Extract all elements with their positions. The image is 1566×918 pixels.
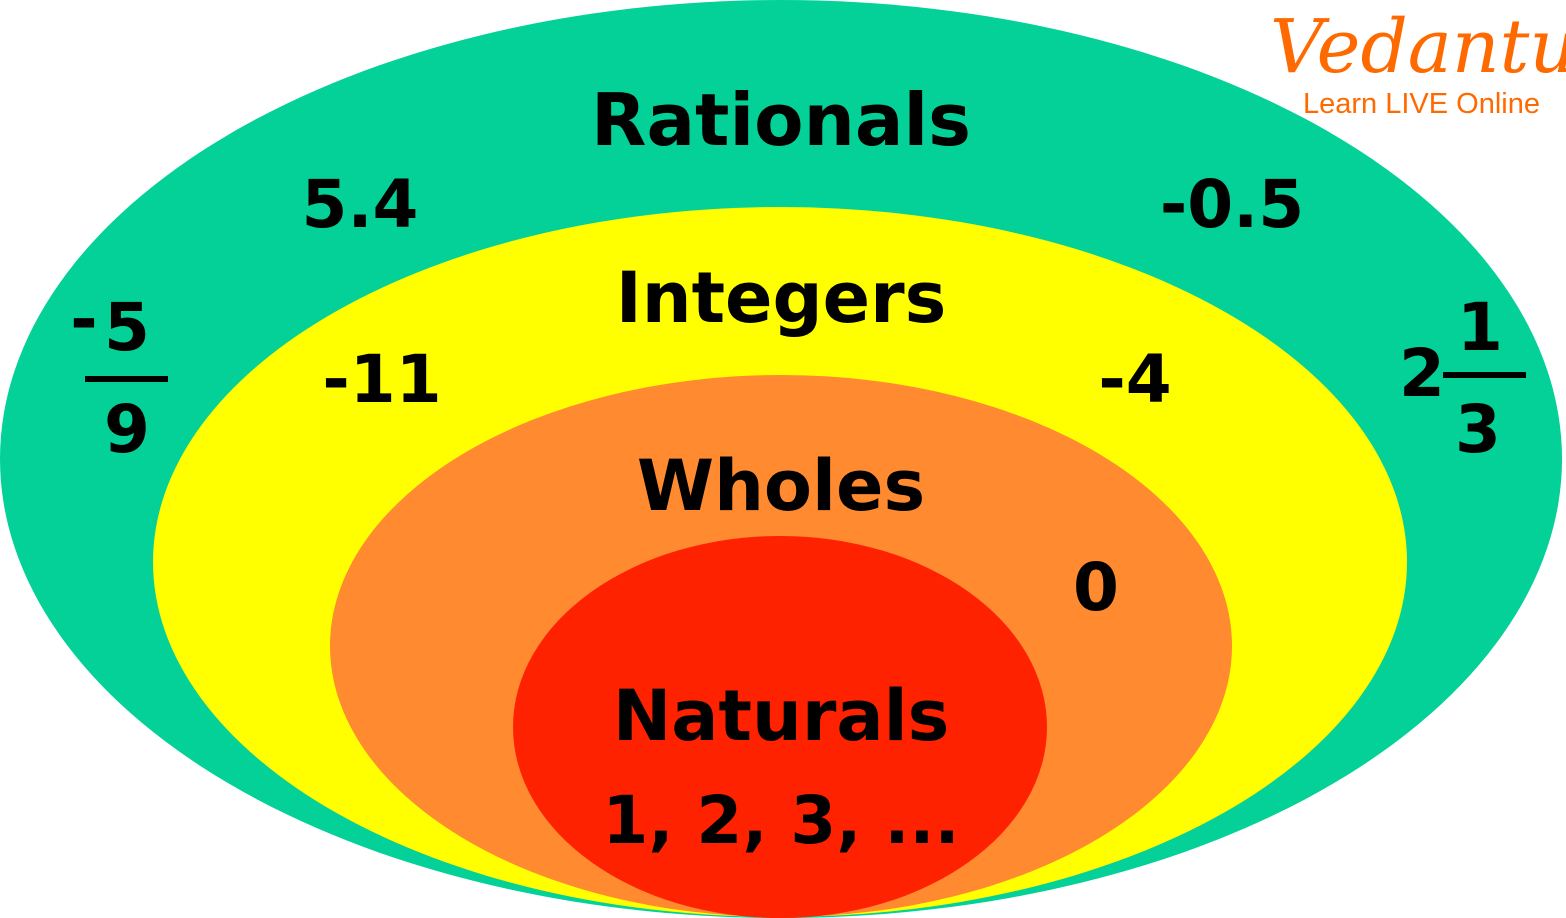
- fraction-numerator: 1: [1457, 289, 1503, 366]
- rationals-label: Rationals: [591, 78, 971, 162]
- mixed-number-two-and-one-third: 2 1 3: [1399, 289, 1526, 468]
- vedantu-logo: Vedantu Learn LIVE Online: [1270, 4, 1566, 120]
- naturals-label: Naturals: [613, 675, 950, 757]
- wholes-example: 0: [1073, 549, 1119, 626]
- naturals-set: [513, 536, 1047, 918]
- naturals-example: 1, 2, 3, ...: [602, 782, 959, 859]
- rationals-example: -0.5: [1160, 166, 1304, 243]
- fraction-numerator: 5: [104, 289, 150, 366]
- fraction-bar: [1443, 372, 1526, 378]
- integers-example: -4: [1098, 341, 1171, 418]
- logo-brand: Vedantu: [1270, 4, 1566, 90]
- integers-label: Integers: [616, 257, 947, 339]
- fraction-denominator: 9: [104, 391, 150, 468]
- mixed-whole: 2: [1399, 335, 1445, 412]
- fraction-bar: [85, 376, 168, 382]
- fraction-sign: -: [70, 281, 97, 358]
- rationals-example: 5.4: [302, 166, 419, 243]
- integers-example: -11: [322, 341, 441, 418]
- logo-tagline: Learn LIVE Online: [1303, 88, 1540, 120]
- wholes-label: Wholes: [637, 445, 925, 527]
- fraction-denominator: 3: [1455, 391, 1501, 468]
- fraction-minus-five-ninths: - 5 9: [70, 281, 168, 468]
